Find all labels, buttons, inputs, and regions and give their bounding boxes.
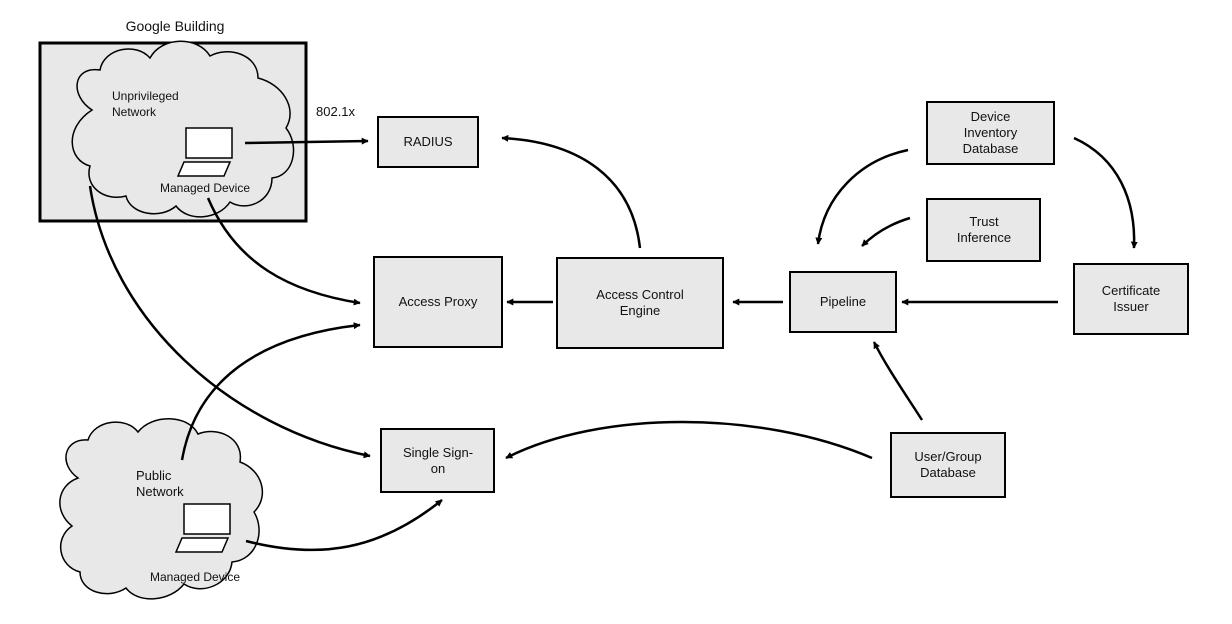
- public-network-label: Public Network: [136, 468, 184, 499]
- arrow-inventory-to-issuer: [1073, 136, 1138, 249]
- access-proxy-label: Access Proxy: [398, 294, 478, 309]
- arrow-usergroup-to-sso: [505, 420, 873, 460]
- radius-box: [377, 116, 479, 168]
- arrow-inventory-to-pipeline: [815, 148, 909, 245]
- laptop-icon: [174, 503, 231, 553]
- unprivileged-network-cloud: [71, 40, 295, 218]
- arrow-public-device-to-sso: [245, 499, 443, 552]
- arrow-usergroup-to-pipeline: [872, 341, 924, 421]
- arrow-trust-to-pipeline: [861, 216, 911, 247]
- arrow-building-device-to-sso: [88, 185, 371, 459]
- device-inventory-label: Device Inventory Database: [962, 109, 1019, 156]
- pipeline-box: [789, 271, 897, 333]
- public-network-cloud: [59, 418, 264, 600]
- arrow-building-device-to-proxy: [206, 197, 361, 306]
- radius-label: RADIUS: [403, 134, 453, 149]
- single-sign-on-box: [380, 428, 495, 493]
- arrow-public-to-proxy: [180, 322, 361, 461]
- link-802-1x-label: 802.1x: [316, 104, 356, 119]
- single-sign-on-label: Single Sign-on: [402, 444, 474, 476]
- trust-inference-label: Trust Inference: [956, 214, 1012, 245]
- access-control-engine-box: [556, 257, 724, 349]
- access-control-engine-label: Access Control Engine: [596, 287, 684, 318]
- public-device-label: Managed Device: [149, 570, 241, 584]
- user-group-db-label: User/Group Database: [914, 449, 982, 480]
- certificate-issuer-box: [1073, 263, 1189, 335]
- unprivileged-network-label: Unprivileged Network: [112, 89, 179, 119]
- device-inventory-box: [926, 101, 1055, 165]
- access-proxy-box: [373, 256, 503, 348]
- certificate-issuer-label: Certificate Issuer: [1101, 283, 1161, 314]
- user-group-db-box: [890, 432, 1006, 498]
- laptop-icon: [176, 127, 233, 177]
- unprivileged-device-label: Managed Device: [159, 181, 251, 195]
- arrow-device-to-radius: [244, 137, 369, 145]
- trust-inference-box: [926, 198, 1041, 262]
- building-title: Google Building: [125, 18, 225, 34]
- pipeline-label: Pipeline: [819, 294, 867, 309]
- arrow-engine-to-radius: [501, 134, 642, 249]
